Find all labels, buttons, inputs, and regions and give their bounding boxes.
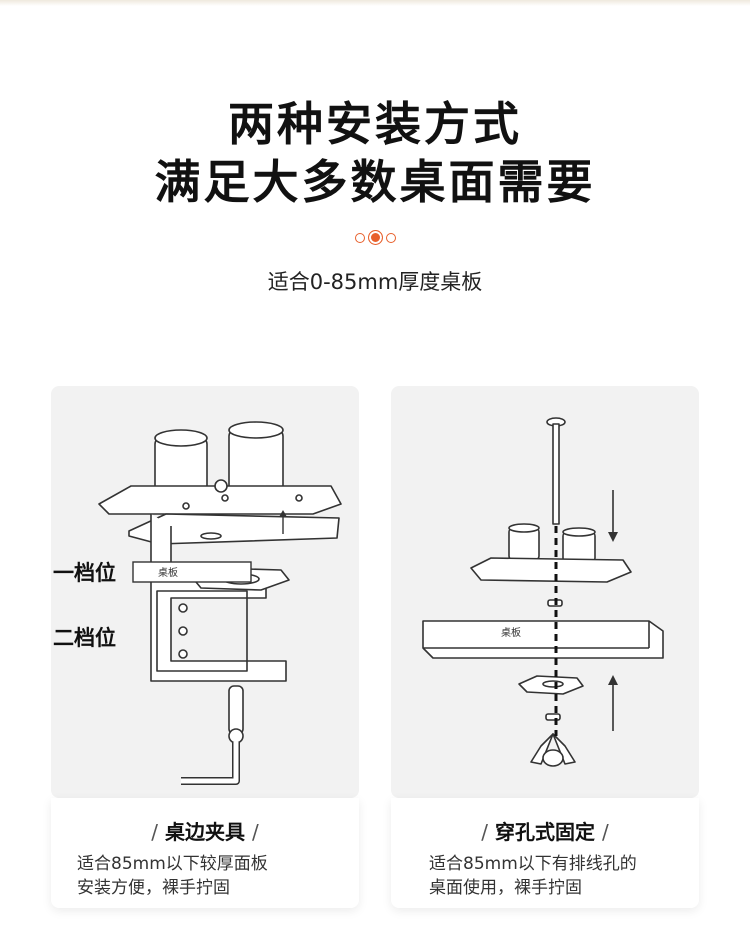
slash-glyph: / [251,820,259,844]
slash-glyph: / [481,820,489,844]
desk-clamp-title: 桌边夹具 [165,820,245,844]
left-board-label: 桌板 [158,566,178,579]
indicator-dot [354,232,365,243]
slash-glyph: / [601,820,609,844]
indicator-dot-active [367,230,383,245]
headline-line-2: 满足大多数桌面需要 [154,155,596,209]
indicator-dot [385,232,396,243]
top-edge-strip [0,0,750,6]
grommet-mount-image-card: 桌板 [391,386,699,798]
grommet-mount-description: 适合85mm以下有排线孔的 桌面使用，裸手拧固 [429,852,637,900]
desk-clamp-description: 适合85mm以下较厚面板 安装方便，裸手拧固 [77,852,268,900]
desc-line: 适合85mm以下较厚面板 [77,854,268,874]
position-two-label: 二档位 [53,626,116,650]
grommet-mount-caption: / 穿孔式固定 / 适合85mm以下有排线孔的 桌面使用，裸手拧固 [391,798,699,908]
position-one-label: 一档位 [53,561,116,585]
grommet-mount-illustration: 桌板 [422,417,664,767]
desk-clamp-caption: / 桌边夹具 / 适合85mm以下较厚面板 安装方便，裸手拧固 [51,798,359,908]
grommet-mount-title: 穿孔式固定 [495,820,595,844]
headline-line-1: 两种安装方式 [228,97,522,151]
desc-line: 桌面使用，裸手拧固 [429,878,582,898]
subtitle: 适合0-85mm厚度桌板 [267,270,483,294]
desc-line: 安装方便，裸手拧固 [77,878,230,898]
right-board-label: 桌板 [501,626,521,639]
desc-line: 适合85mm以下有排线孔的 [429,854,637,874]
desk-clamp-image-card: 桌板 [51,386,359,798]
slash-glyph: / [151,820,159,844]
page-indicator [0,230,750,245]
desk-clamp-illustration: 桌板 [98,421,342,785]
